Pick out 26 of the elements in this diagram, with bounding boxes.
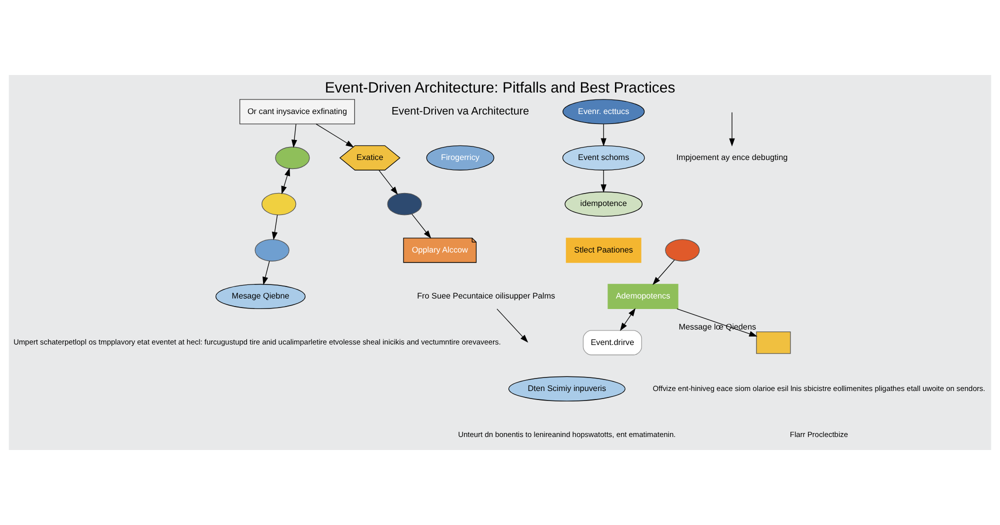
arrow <box>620 308 636 331</box>
label: Flarr Proclectbize <box>790 430 848 439</box>
label: Unteurt dn bonentis to lenireanind hopswatotts, ent ematimatenin. <box>458 430 676 439</box>
label: Event-Driven va Architecture <box>391 105 530 118</box>
diagram-title: Event-Driven Architecture: Pitfalls and Best Practices <box>324 79 676 96</box>
node-circle <box>387 192 422 216</box>
node-circle <box>254 239 290 262</box>
arrow <box>496 308 528 343</box>
arrow <box>676 308 758 337</box>
label: Umpert schaterpetlopl os tmpplavory etat eventet at hecl: furcugustupd tire anid ucalimparletire etvolesse sheal inicikis and vectumntire orevaveers. <box>13 338 501 347</box>
arrow <box>412 214 432 239</box>
arrow <box>291 124 298 148</box>
node-box <box>756 331 791 354</box>
arrow <box>652 260 675 285</box>
label: Offvize ent-hiniveg eace siom olarioe esil lnis sbicistre eollimenites pligathes etall uwoite on sendors. <box>652 384 986 393</box>
arrow <box>281 168 290 194</box>
arrow <box>272 214 278 240</box>
arrow <box>262 260 270 286</box>
node-circle <box>665 239 700 262</box>
arrow <box>316 124 354 148</box>
arrow <box>729 112 735 147</box>
arrow <box>378 170 398 195</box>
node-circle <box>262 192 296 216</box>
arrow <box>600 170 606 193</box>
arrow <box>600 124 606 146</box>
node-circle <box>275 146 310 170</box>
